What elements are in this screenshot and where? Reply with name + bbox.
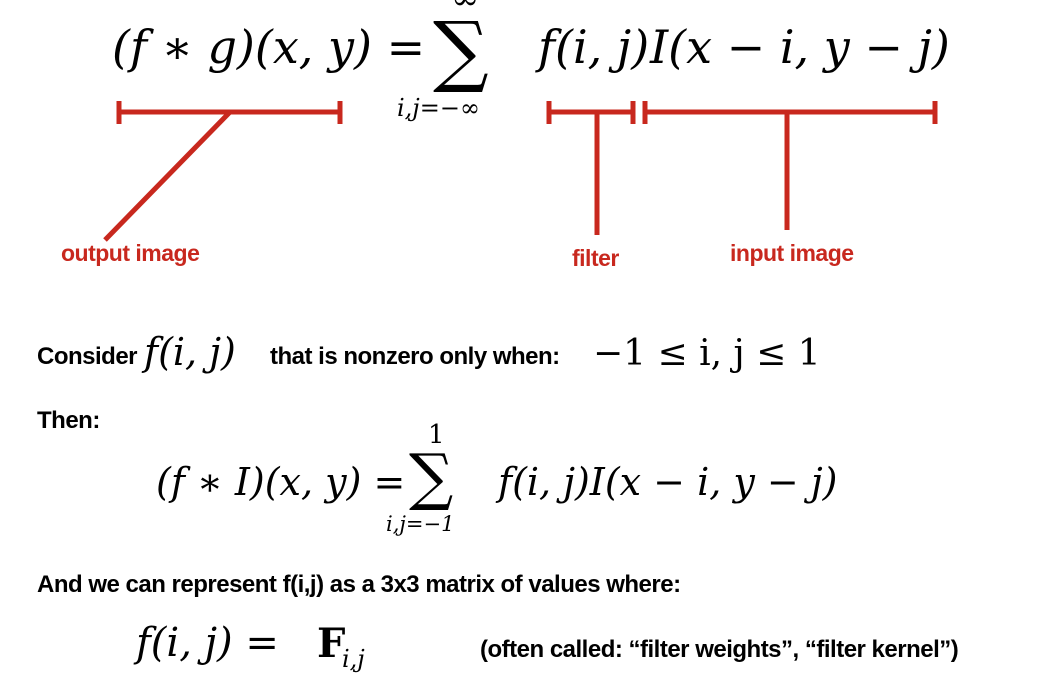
- then-equation-lhs: (f ∗ I)(x, y) =: [156, 460, 406, 504]
- main-equation-input-term: I(x − i, y − j): [650, 20, 950, 74]
- then-sum-symbol: ∑: [409, 440, 454, 513]
- then-equation-rhs: f(i, j)I(x − i, y − j): [498, 460, 838, 504]
- output-pointer-line: [103, 110, 232, 242]
- main-equation-lhs: (f ∗ g)(x, y) =: [112, 20, 426, 74]
- final-equation-lhs: f(i, j) =: [136, 620, 279, 666]
- final-equation-subscript: i,j: [342, 645, 365, 673]
- filter-terms-note: (often called: “filter weights”, “filter…: [480, 636, 959, 663]
- then-sum-upper-limit: 1: [428, 420, 445, 450]
- final-equation-matrix-symbol: F: [317, 620, 346, 667]
- consider-function: f(i, j): [144, 330, 236, 374]
- consider-condition: −1 ≤ i, j ≤ 1: [593, 333, 821, 374]
- output-image-label: output image: [61, 240, 200, 266]
- consider-middle-text: that is nonzero only when:: [270, 343, 560, 370]
- filter-label: filter: [572, 245, 619, 271]
- main-equation-filter-term: f(i, j): [538, 20, 650, 74]
- consider-prefix: Consider: [37, 343, 138, 370]
- then-label: Then:: [37, 407, 100, 434]
- then-sum-lower-limit: i,j=−1: [386, 512, 455, 536]
- input-image-label: input image: [730, 240, 854, 266]
- main-sum-upper-limit: ∞: [451, 0, 479, 18]
- main-sum-lower-limit: i,j=−∞: [397, 94, 480, 122]
- matrix-description: And we can represent f(i,j) as a 3x3 mat…: [37, 571, 681, 598]
- main-sum-symbol: ∑: [433, 6, 489, 96]
